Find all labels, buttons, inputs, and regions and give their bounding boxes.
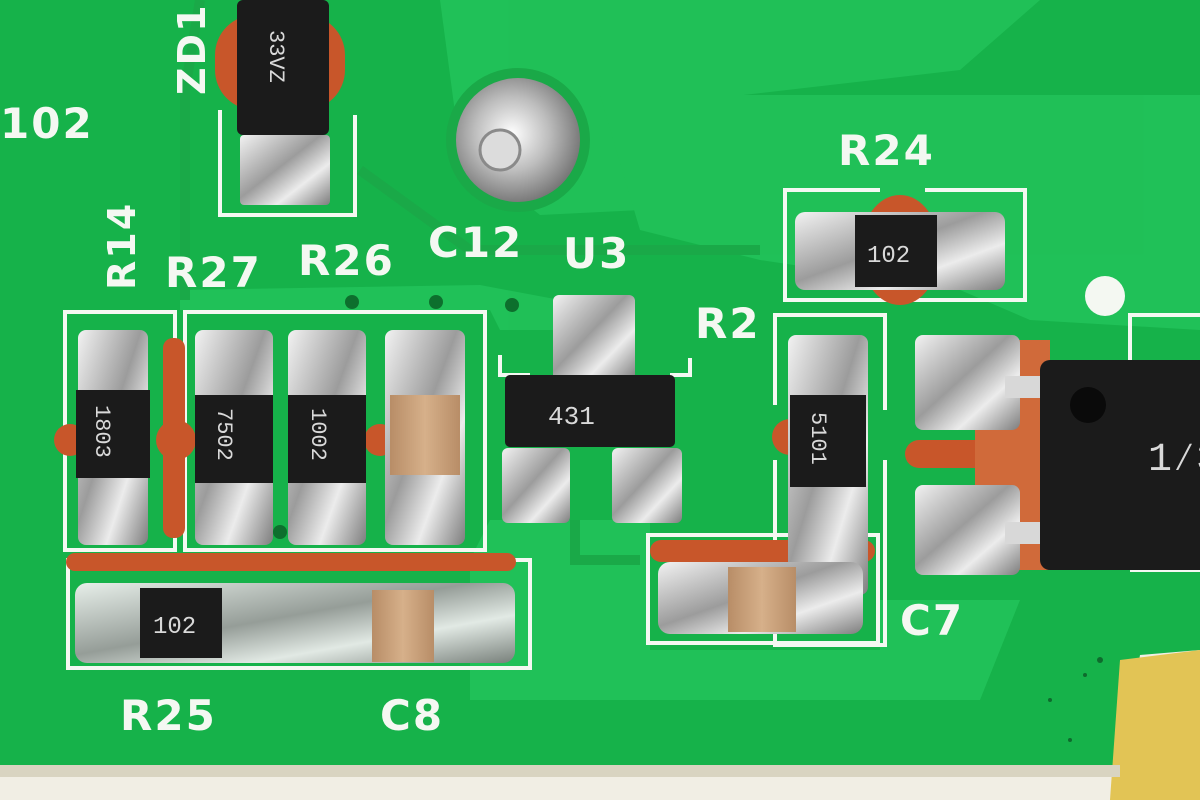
resistor-r27: 7502 [195,330,273,545]
silkscreen-outlines [63,188,1200,670]
r24-marking: 102 [867,243,910,270]
label-c7: C7 [900,596,964,645]
label-r2: R2 [695,299,761,348]
label-zd1: ZD1 [170,3,214,95]
r25-marking: 102 [153,614,196,641]
capacitor-c8 [372,590,434,662]
r26-marking: 1002 [305,408,330,461]
zener-diode-zd1: 33VZ [215,0,357,217]
solder-via-icon [446,68,590,212]
label-r26: R26 [298,236,395,285]
ic-package-icon: 1⁄3 [915,335,1200,575]
label-r24: R24 [838,126,935,175]
label-c12: C12 [428,218,523,267]
resistor-r26: 1002 [288,330,366,545]
label-r14: R14 [100,202,144,290]
r14-marking: 1803 [89,405,114,458]
sot23-package-u3: 431 [502,295,682,523]
resistor-r24: 102 [795,195,1005,305]
silkscreen-labels: 102 ZD1 R14 R27 R26 C12 U3 R24 R2 R25 C8… [0,3,964,740]
label-102: 102 [0,99,94,148]
small-vias [273,276,1125,539]
capacitor-c7 [658,562,863,634]
gold-edge [1110,650,1200,800]
label-c8: C8 [380,691,444,740]
label-u3: U3 [563,229,630,278]
zd1-marking: 33VZ [263,30,288,83]
u3-marking: 431 [548,402,595,432]
traces [180,0,760,565]
resistor-r2: 5101 [788,335,868,595]
label-r27: R27 [165,248,262,297]
ic-marking: 1⁄3 [1148,438,1200,483]
resistor-r14: 1803 [76,330,150,545]
r2-marking: 5101 [805,412,830,465]
dust-specks [1048,657,1103,742]
r27-marking: 7502 [211,408,236,461]
capacitor-c-mid [385,330,465,545]
resistor-r25: 102 [75,583,515,663]
label-r25: R25 [120,691,217,740]
